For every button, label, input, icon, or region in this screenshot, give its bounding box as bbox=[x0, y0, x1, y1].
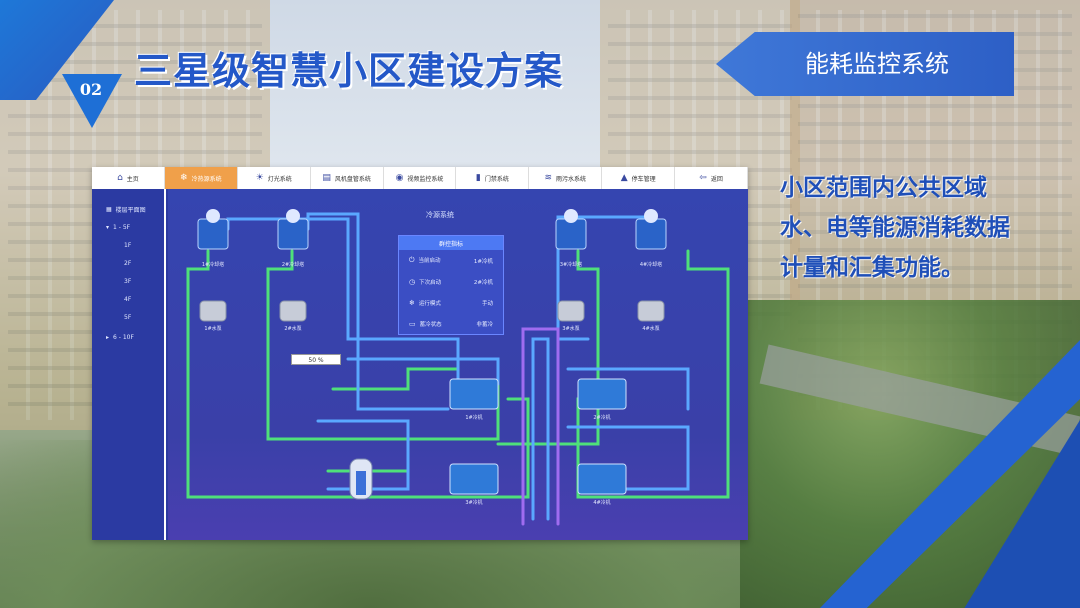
blue-pipe bbox=[306, 212, 450, 411]
pump-label-3: 3#水泵 bbox=[562, 326, 580, 332]
cooling-tower-2[interactable] bbox=[277, 209, 309, 250]
parking-icon: ▲ bbox=[620, 173, 628, 183]
chiller-label-2: 2#冷机 bbox=[593, 415, 611, 421]
pump-2[interactable] bbox=[279, 300, 307, 322]
valve-percent: 50 % bbox=[291, 354, 341, 365]
fan-icon: ▤ bbox=[322, 173, 331, 183]
camera-icon: ◉ bbox=[395, 173, 404, 183]
tower-label-1: 1#冷却塔 bbox=[201, 262, 225, 268]
floor-group-1[interactable]: ▾1 - 5F bbox=[106, 223, 131, 231]
floor-item-4f[interactable]: 4F bbox=[124, 295, 132, 303]
info-row-mode: ❄运行模式手动 bbox=[409, 298, 493, 307]
floor-sidebar: ▦楼层平面图 ▾1 - 5F 1F 2F 3F 4F 5F ▸6 - 10F bbox=[92, 189, 166, 540]
pump-label-2: 2#水泵 bbox=[284, 326, 302, 332]
green-pipe bbox=[266, 249, 500, 441]
tab-fan-coil[interactable]: ▤风机盘管系统 bbox=[311, 167, 384, 189]
tab-cooling-heating[interactable]: ❄冷热源系统 bbox=[164, 167, 238, 189]
tower-label-4: 4#冷却塔 bbox=[639, 262, 663, 268]
tab-video[interactable]: ◉视频监控系统 bbox=[384, 167, 457, 189]
section-description: 小区范围内公共区域水、电等能源消耗数据计量和汇集功能。 bbox=[780, 175, 1010, 281]
pipe-network bbox=[186, 209, 730, 526]
pump-label-4: 4#水泵 bbox=[642, 326, 660, 332]
back-icon: ⇦ bbox=[699, 173, 707, 183]
slide-number: 02 bbox=[79, 80, 103, 99]
clock-icon: ◷ bbox=[409, 277, 416, 286]
green-pipe bbox=[496, 249, 600, 446]
floor-group-2[interactable]: ▸6 - 10F bbox=[106, 333, 134, 341]
info-row-storage: ▭蓄冷状态非蓄冷 bbox=[409, 319, 493, 328]
floor-item-3f[interactable]: 3F bbox=[124, 277, 132, 285]
floor-item-1f[interactable]: 1F bbox=[124, 241, 132, 249]
cooling-tower-4[interactable] bbox=[635, 209, 667, 250]
tab-parking[interactable]: ▲停车管理 bbox=[602, 167, 676, 189]
slide-title: 三星级智慧小区建设方案 bbox=[134, 49, 564, 93]
pump-1[interactable] bbox=[199, 300, 227, 322]
power-icon: ⏻ bbox=[409, 256, 415, 264]
pump-4[interactable] bbox=[637, 300, 665, 322]
floor-item-5f[interactable]: 5F bbox=[124, 313, 132, 321]
building-icon: ▦ bbox=[106, 205, 112, 213]
top-tabs: ⌂主页 ❄冷热源系统 ☀灯光系统 ▤风机盘管系统 ◉视频监控系统 ▮门禁系统 ≋… bbox=[92, 167, 748, 189]
chevron-down-icon: ▾ bbox=[106, 223, 110, 231]
green-pipe bbox=[186, 249, 530, 499]
chevron-right-icon: ▸ bbox=[106, 333, 110, 341]
pump-label-1: 1#水泵 bbox=[204, 326, 222, 332]
tab-home[interactable]: ⌂主页 bbox=[92, 167, 165, 189]
chiller-2[interactable] bbox=[577, 378, 627, 410]
bulb-icon: ☀ bbox=[255, 173, 264, 183]
cooling-tower-1[interactable] bbox=[197, 209, 229, 250]
purple-pipe bbox=[521, 327, 560, 526]
blue-pipe bbox=[531, 337, 550, 521]
diagram-title: 冷源系统 bbox=[426, 211, 454, 219]
blue-pipe bbox=[346, 357, 500, 386]
chiller-label-1: 1#冷机 bbox=[465, 415, 483, 421]
chiller-label-3: 3#冷机 bbox=[465, 500, 483, 506]
tab-access[interactable]: ▮门禁系统 bbox=[456, 167, 530, 189]
snowflake-icon: ❄ bbox=[409, 298, 415, 307]
blue-pipe bbox=[566, 367, 690, 411]
water-icon: ≋ bbox=[544, 173, 553, 183]
blue-pipe bbox=[566, 425, 690, 491]
tab-lighting[interactable]: ☀灯光系统 bbox=[238, 167, 311, 189]
chiller-label-4: 4#冷机 bbox=[593, 500, 611, 506]
section-banner bbox=[716, 32, 1014, 96]
floor-item-2f[interactable]: 2F bbox=[124, 259, 132, 267]
group-control-header: 群控指标 bbox=[399, 236, 503, 250]
floor-plan-header[interactable]: ▦楼层平面图 bbox=[106, 205, 146, 214]
tab-drainage[interactable]: ≋雨污水系统 bbox=[529, 167, 603, 189]
chiller-1[interactable] bbox=[449, 378, 499, 410]
cooling-system-diagram: 冷源系统 1#冷却塔 2#冷却塔 3#冷却塔 4#冷却塔 1#水泵 2#水泵 3… bbox=[168, 189, 748, 540]
cooling-tower-3[interactable] bbox=[555, 209, 587, 250]
pump-3[interactable] bbox=[557, 300, 585, 322]
green-pipe bbox=[331, 367, 460, 391]
tower-label-3: 3#冷却塔 bbox=[559, 262, 583, 268]
home-icon: ⌂ bbox=[117, 173, 123, 183]
energy-monitor-app: ⌂主页 ❄冷热源系统 ☀灯光系统 ▤风机盘管系统 ◉视频监控系统 ▮门禁系统 ≋… bbox=[92, 167, 748, 540]
tab-back[interactable]: ⇦返回 bbox=[675, 167, 748, 189]
green-pipe bbox=[576, 249, 730, 499]
tower-label-2: 2#冷却塔 bbox=[281, 262, 305, 268]
door-icon: ▮ bbox=[475, 173, 481, 183]
battery-icon: ▭ bbox=[409, 319, 416, 328]
snowflake-icon: ❄ bbox=[180, 173, 188, 183]
chiller-3[interactable] bbox=[449, 463, 499, 495]
section-banner-label: 能耗监控系统 bbox=[805, 50, 949, 78]
chiller-4[interactable] bbox=[577, 463, 627, 495]
water-tank[interactable] bbox=[349, 458, 373, 500]
